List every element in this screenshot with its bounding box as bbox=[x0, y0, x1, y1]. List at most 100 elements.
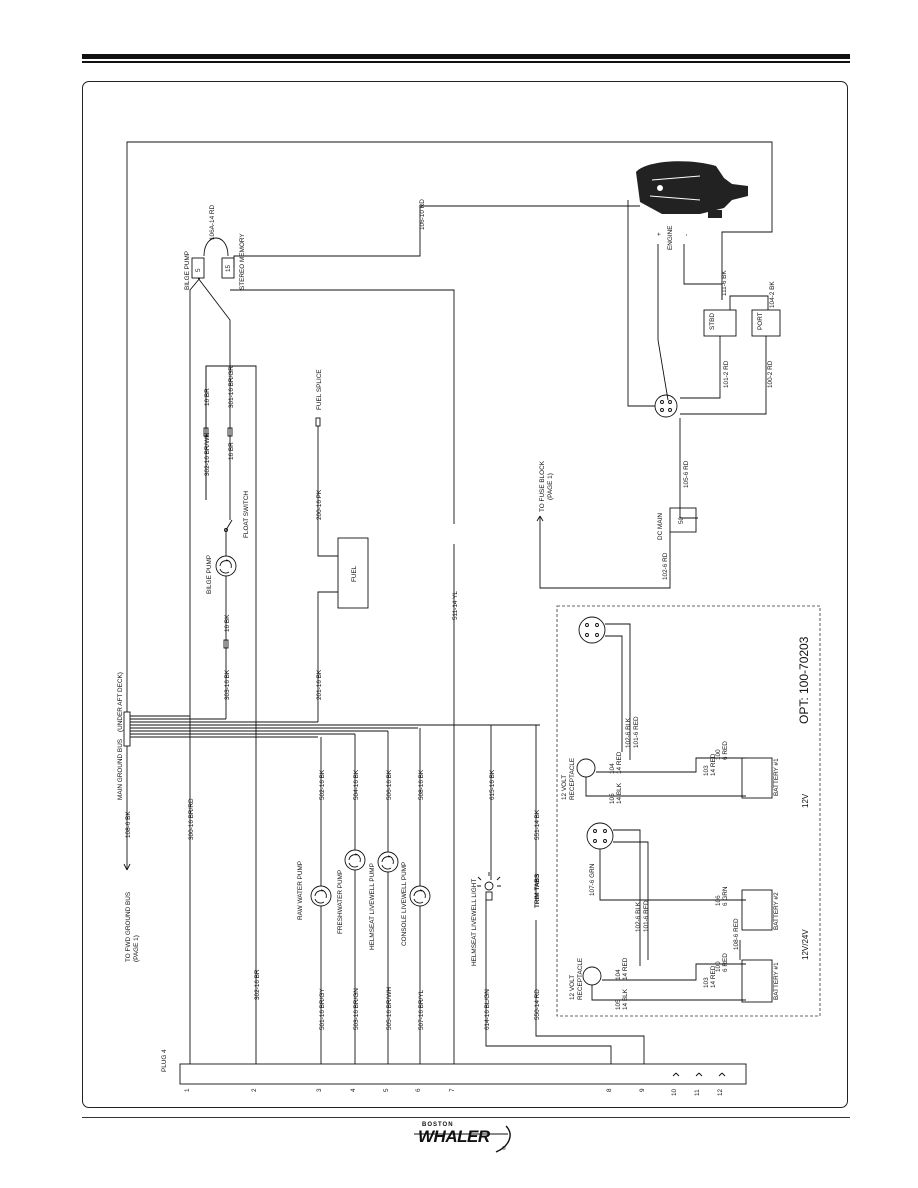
float-switch-contact bbox=[224, 528, 228, 532]
opt-105-a: 105 bbox=[609, 793, 616, 804]
wire-100-label: 100-2 RD bbox=[767, 360, 774, 388]
stereo-memory-label: STEREO MEMORY bbox=[239, 233, 246, 290]
plug-pins: 1 2 3 4 5 6 7 8 9 10 11 12 bbox=[184, 1088, 724, 1096]
livewell-light-label: HELMSEAT LIVEWELL LIGHT bbox=[471, 879, 478, 966]
wire-550 bbox=[535, 920, 645, 1064]
wire-105-label: 105-6 RD bbox=[683, 460, 690, 488]
header-rule-thin bbox=[82, 61, 850, 63]
main-ground-bus-label: MAIN GROUND BUS bbox=[117, 739, 124, 800]
fuse-jumper bbox=[203, 237, 229, 257]
freshwater-pump-icon bbox=[344, 849, 366, 871]
wire-511 bbox=[230, 289, 455, 1064]
fuse-15-label: 15 bbox=[225, 264, 232, 272]
wire-102 bbox=[539, 516, 671, 589]
wire-16br-a-label: 16 BR bbox=[204, 388, 211, 406]
option-title: OPT: 100-70203 bbox=[797, 636, 811, 724]
wire-101-label: 101-2 RD bbox=[723, 360, 730, 388]
pin-3: 3 bbox=[316, 1088, 323, 1092]
wire-302-label: 302-16 BR bbox=[254, 969, 261, 1000]
wire-16br-b-label: 16 BR bbox=[228, 442, 235, 460]
wire-615 bbox=[490, 724, 540, 880]
opt-107-grn: 107-6 GRN bbox=[589, 863, 596, 896]
trim-tabs-label: TRIM TABS bbox=[534, 873, 541, 908]
diagram-frame bbox=[82, 81, 848, 1108]
fuel-splice-label: FUEL SPLICE bbox=[316, 369, 323, 410]
fuel-sender bbox=[337, 537, 369, 609]
dc-main-breaker bbox=[669, 507, 697, 533]
opt-14red-b: 14 RED bbox=[710, 753, 717, 776]
wire-550-label: 550-14 RD bbox=[534, 989, 541, 1020]
wire-111-label: 111-6 BK bbox=[721, 270, 728, 296]
wire-614 bbox=[485, 900, 612, 1064]
pin-10: 10 bbox=[671, 1088, 678, 1096]
wire-506-label: 506-16 BK bbox=[386, 769, 393, 800]
battery-2 bbox=[741, 889, 773, 931]
opt-100-a: 100 bbox=[715, 749, 722, 760]
engine-positive-wire bbox=[657, 244, 669, 401]
option-box bbox=[556, 605, 821, 1017]
dc-main-value: 50 bbox=[678, 516, 685, 524]
opt-14red-d: 14 RED bbox=[710, 965, 717, 988]
receptacle-a-label2: RECEPTACLE bbox=[569, 758, 576, 800]
battery-1-24v-label: BATTERY #1 bbox=[773, 962, 780, 1000]
opt-108-red: 108-6 RED bbox=[733, 918, 740, 950]
wire-504-label: 504-16 BK bbox=[353, 769, 360, 800]
battery-1-12v-label: BATTERY #1 bbox=[773, 758, 780, 796]
wire-301 bbox=[197, 277, 231, 500]
bilge-pump-icon bbox=[215, 555, 237, 577]
wire-106-label: 106-10 RD bbox=[419, 199, 426, 230]
battery-1-12v bbox=[741, 757, 773, 799]
engine-minus: - bbox=[683, 234, 690, 236]
selector-24v bbox=[586, 822, 614, 850]
wire-300 bbox=[189, 277, 201, 1064]
receptacle-a-label: 12 VOLT bbox=[561, 775, 568, 800]
fwd-ground-bus-label: TO FWD GROUND BUS bbox=[125, 892, 132, 962]
wire-105 bbox=[679, 418, 698, 519]
wire-106 bbox=[233, 205, 640, 268]
wire-551-label: 551-14 BK bbox=[534, 809, 541, 840]
pin-2: 2 bbox=[251, 1088, 258, 1092]
wire-303-label: 303-16 BK bbox=[224, 669, 231, 700]
wire-302 bbox=[205, 365, 257, 1064]
splice-302 bbox=[203, 427, 209, 437]
wire-201-label: 201-16 BK bbox=[316, 669, 323, 700]
plug-4-connector bbox=[179, 1063, 747, 1085]
pin-9: 9 bbox=[639, 1088, 646, 1092]
bilge-pump-label: BILGE PUMP bbox=[206, 555, 213, 594]
opt-14red-a: 14 RED bbox=[616, 751, 623, 774]
wire-614-label: 614-16 BL/GN bbox=[484, 989, 491, 1030]
battery-1-24v bbox=[741, 959, 773, 1003]
fuse-block-label: TO FUSE BLOCK bbox=[539, 460, 546, 512]
fuel-splice bbox=[315, 417, 321, 427]
wire-511-label: 511-14 YL bbox=[452, 591, 459, 620]
stbd-label: STBD bbox=[709, 313, 716, 330]
raw-water-pump-icon bbox=[310, 885, 332, 907]
fwd-ground-bus-page: (PAGE 1) bbox=[133, 935, 140, 962]
helmseat-livewell-pump-label: HELMSEAT LIVEWELL PUMP bbox=[369, 863, 376, 950]
opt-104-a: 104 bbox=[609, 763, 616, 774]
opt-14blk-a: 14 BLK bbox=[616, 782, 623, 804]
wire-300-label: 300-16 BR/RD bbox=[188, 798, 195, 840]
opt-103-b: 103 bbox=[703, 977, 710, 988]
footer-rule bbox=[82, 1117, 850, 1118]
fuse-block-page: (PAGE 1) bbox=[547, 473, 554, 500]
opt-102-blk-a: 102-6 BLK bbox=[625, 717, 632, 748]
header-rule-thick bbox=[82, 54, 850, 59]
wire-201 bbox=[317, 591, 338, 722]
logo-boston-text: BOSTON bbox=[422, 1122, 454, 1128]
receptacle-12v-b bbox=[582, 966, 602, 986]
pin-12: 12 bbox=[717, 1088, 724, 1096]
option-12v-label: 12V bbox=[801, 793, 810, 808]
wire-104-label: 104-2 BK bbox=[769, 281, 776, 308]
console-livewell-pump-label: CONSOLE LIVEWELL PUMP bbox=[401, 862, 408, 946]
ground-bus-wires bbox=[130, 715, 540, 738]
opt-14blk-b: 14 BLK bbox=[622, 988, 629, 1010]
fwd-ground-arrow bbox=[123, 863, 131, 871]
option-1224-label: 12V/24V bbox=[801, 929, 810, 960]
plug-arrows bbox=[672, 1072, 726, 1077]
splice-301 bbox=[227, 427, 233, 437]
wire-507-label: 507-16 BR/YL bbox=[418, 989, 425, 1030]
ground-run-engine bbox=[126, 141, 773, 712]
helmseat-livewell-pump-icon bbox=[377, 851, 399, 873]
plug-4-label: PLUG 4 bbox=[161, 1049, 168, 1072]
